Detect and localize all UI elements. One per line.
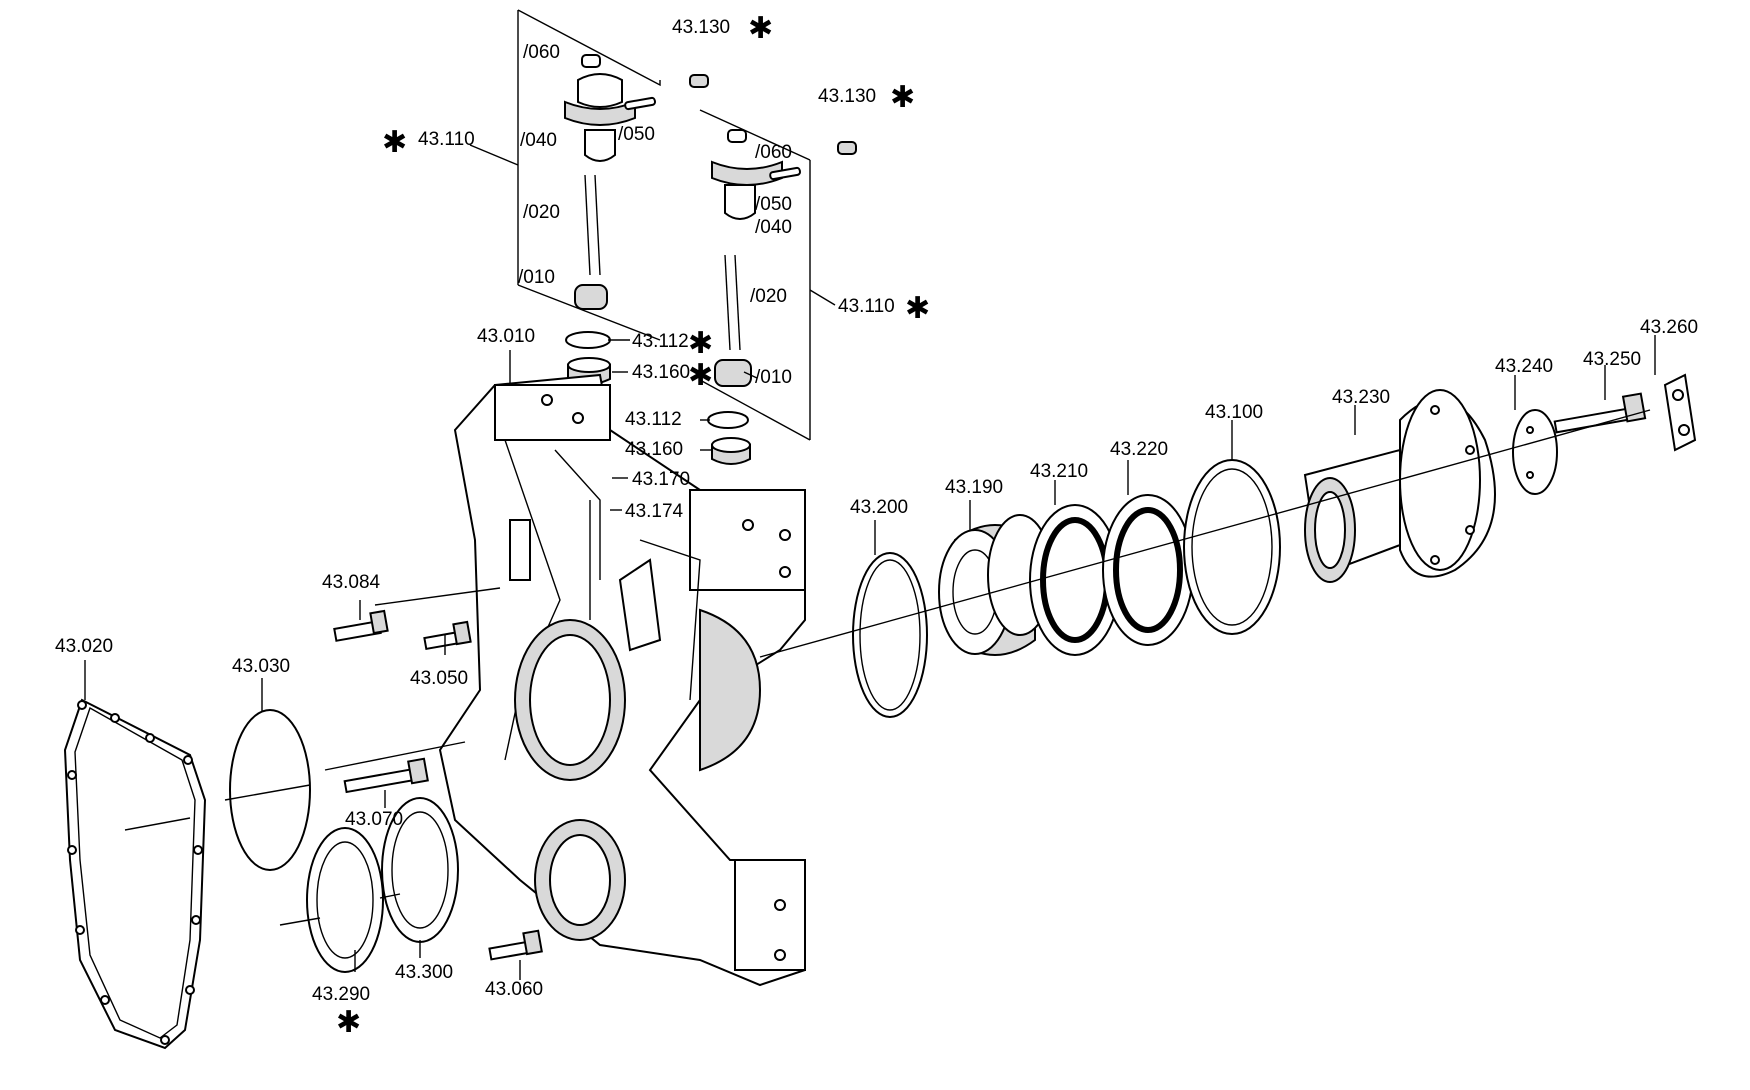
leader-lines	[84, 144, 1656, 980]
label-43-240: 43.240	[1495, 356, 1553, 377]
marker-star: ✱	[382, 125, 407, 160]
label-040-a: /040	[520, 130, 557, 151]
shim-ring-icon	[229, 709, 311, 871]
speedometer-drive-group-2	[699, 109, 811, 441]
label-050-b: /050	[755, 194, 792, 215]
label-020-a: /020	[523, 202, 560, 223]
label-040-b: /040	[755, 217, 792, 238]
cover-ring-icon	[1183, 459, 1281, 635]
label-010-a: /010	[518, 267, 555, 288]
label-43-010: 43.010	[477, 326, 535, 347]
label-43-070: 43.070	[345, 809, 403, 830]
shim-290-icon	[306, 827, 384, 973]
pinion-bushing-icon	[564, 54, 636, 310]
marker-star: ✱	[688, 326, 713, 361]
label-43-170: 43.170	[632, 469, 690, 490]
marker-star: ✱	[905, 291, 930, 326]
output-flange-icon	[1303, 389, 1496, 583]
pinion-bushing-2-icon	[711, 129, 801, 387]
label-43-300: 43.300	[395, 962, 453, 983]
label-060-a: /060	[523, 42, 560, 63]
label-43-020: 43.020	[55, 636, 113, 657]
gasket-icon	[63, 698, 207, 1050]
label-43-030: 43.030	[232, 656, 290, 677]
speedometer-drive-group-1	[517, 9, 661, 341]
snap-ring-icon	[852, 552, 928, 718]
label-43-250: 43.250	[1583, 349, 1641, 370]
part-labels: 43.130 ✱ 43.130 ✱ /060 /040 /050 /020 /0…	[55, 11, 1698, 1040]
label-43-220: 43.220	[1110, 439, 1168, 460]
bolt-icon	[333, 609, 543, 961]
gearbox-housing-icon	[438, 373, 806, 987]
label-43-230: 43.230	[1332, 387, 1390, 408]
o-ring-icon	[565, 331, 749, 429]
label-43-084: 43.084	[322, 572, 381, 593]
label-43-160-b: 43.160	[625, 439, 683, 460]
lock-plate-260-icon	[1663, 373, 1697, 452]
label-43-190: 43.190	[945, 477, 1003, 498]
washer-240-icon	[1512, 409, 1558, 495]
label-43-050: 43.050	[410, 668, 468, 689]
plug-icon	[689, 74, 857, 155]
label-060-b: /060	[755, 142, 792, 163]
label-43-110-b: 43.110	[838, 296, 895, 317]
label-43-110-a: 43.110	[418, 129, 475, 150]
label-43-130-b: 43.130	[818, 86, 876, 107]
screw-250-icon	[1553, 392, 1647, 434]
label-43-100: 43.100	[1205, 402, 1263, 423]
shaft-seal-220-icon	[1102, 494, 1194, 646]
label-43-210: 43.210	[1030, 461, 1088, 482]
label-43-160-a: 43.160	[632, 362, 690, 383]
marker-star: ✱	[688, 358, 713, 393]
pin-icon	[624, 96, 656, 111]
marker-star: ✱	[890, 80, 915, 115]
label-43-112-a: 43.112	[632, 331, 689, 352]
label-43-290: 43.290	[312, 984, 370, 1005]
label-43-200: 43.200	[850, 497, 908, 518]
label-050-a: /050	[618, 124, 655, 145]
label-010-b: /010	[755, 367, 792, 388]
shim-300-icon	[381, 797, 459, 943]
label-43-174: 43.174	[625, 501, 684, 522]
label-43-060: 43.060	[485, 979, 543, 1000]
label-43-130-a: 43.130	[672, 17, 730, 38]
label-020-b: /020	[750, 286, 787, 307]
axis-lines	[124, 409, 1651, 926]
label-43-112-b: 43.112	[625, 409, 682, 430]
label-43-260: 43.260	[1640, 317, 1698, 338]
marker-star: ✱	[336, 1005, 361, 1040]
marker-star: ✱	[748, 11, 773, 46]
